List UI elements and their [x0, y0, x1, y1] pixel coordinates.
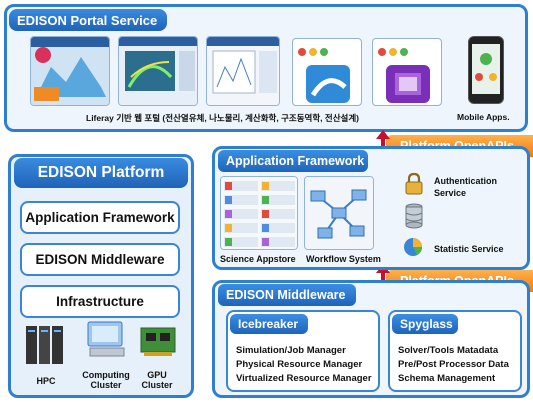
authentication-service-text: Authentication Service — [434, 176, 497, 198]
spyglass-title: Spyglass — [392, 314, 458, 334]
database-icon — [405, 203, 423, 229]
layer-infrastructure-label: Infrastructure — [56, 294, 144, 309]
middleware-title-text: EDISON Middleware — [226, 288, 346, 302]
portal-screenshot-3 — [206, 36, 280, 106]
portal-screenshot-2-image — [119, 37, 197, 105]
window-dots-1 — [293, 39, 361, 61]
icebreaker-title-text: Icebreaker — [238, 317, 299, 331]
icebreaker-item: Physical Resource Manager — [236, 359, 363, 370]
layer-application-framework: Application Framework — [20, 201, 180, 234]
middleware-title: EDISON Middleware — [218, 284, 356, 306]
science-appstore-screenshot — [220, 176, 298, 250]
gpu-cluster-label: GPU Cluster — [141, 370, 173, 390]
portal-title: EDISON Portal Service — [9, 9, 167, 31]
computing-cluster-label: Computing Cluster — [82, 370, 130, 390]
science-appstore-label: Science Appstore — [220, 254, 296, 264]
workflow-system-screenshot — [304, 176, 374, 250]
mobile-screen — [472, 44, 500, 94]
app-icon-2 — [386, 65, 430, 103]
application-framework-title: Application Framework — [218, 150, 368, 172]
hpc-icon — [26, 326, 63, 364]
layer-edison-middleware-label: EDISON Middleware — [35, 252, 165, 267]
application-framework-title-text: Application Framework — [226, 154, 365, 168]
computing-cluster-icon — [87, 321, 125, 357]
portal-screenshot-1 — [30, 36, 110, 106]
spyglass-item: Solver/Tools Matadata — [398, 345, 499, 356]
edison-platform-title: EDISON Platform — [14, 158, 188, 188]
portal-screenshot-1-image — [31, 37, 109, 105]
layer-application-framework-label: Application Framework — [25, 210, 175, 225]
gpu-cluster-icon — [140, 327, 176, 356]
portal-title-text: EDISON Portal Service — [17, 12, 158, 28]
app-icon-1 — [306, 65, 350, 103]
hpc-label: HPC — [36, 376, 56, 386]
workflow-system-image — [305, 177, 373, 249]
lock-icon — [405, 172, 423, 195]
icebreaker-title: Icebreaker — [230, 314, 308, 334]
workflow-system-label: Workflow System — [306, 254, 381, 264]
spyglass-title-text: Spyglass — [400, 317, 453, 331]
portal-app-window-2 — [372, 38, 442, 106]
portal-app-window-1 — [292, 38, 362, 106]
layer-infrastructure: Infrastructure — [20, 285, 180, 318]
mobile-caption: Mobile Apps. — [457, 112, 510, 122]
icebreaker-items: Simulation/Job Manager Physical Resource… — [236, 344, 372, 386]
authentication-service-label: Authentication Service — [434, 175, 497, 199]
portal-caption: Liferay 기반 웹 포털 (전산열유체, 나노물리, 계산화학, 구조동역… — [86, 113, 360, 123]
statistic-service-label: Statistic Service — [434, 244, 504, 254]
edison-platform-title-text: EDISON Platform — [37, 164, 165, 181]
mobile-phone — [468, 36, 504, 104]
portal-screenshot-3-image — [207, 37, 279, 105]
pie-chart-icon — [404, 238, 422, 256]
science-appstore-image — [221, 177, 297, 249]
icebreaker-item: Virtualized Resource Manager — [236, 373, 372, 384]
window-dots-2 — [373, 39, 441, 61]
spyglass-item: Schema Management — [398, 373, 496, 384]
spyglass-items: Solver/Tools Matadata Pre/Post Processor… — [398, 344, 509, 386]
layer-edison-middleware: EDISON Middleware — [20, 243, 180, 276]
spyglass-item: Pre/Post Processor Data — [398, 359, 509, 370]
icebreaker-item: Simulation/Job Manager — [236, 345, 346, 356]
portal-screenshot-2 — [118, 36, 198, 106]
